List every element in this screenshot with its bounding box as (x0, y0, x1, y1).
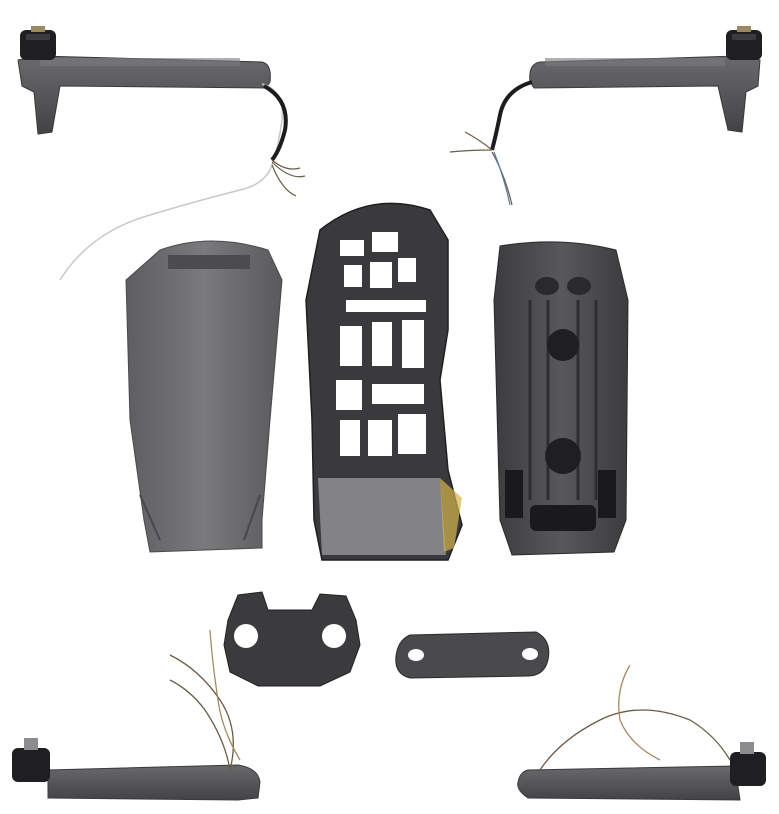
rear-right-arm (517, 664, 766, 801)
center-frame (305, 202, 463, 561)
bottom-shell (493, 241, 629, 556)
rear-left-arm (12, 629, 261, 801)
gimbal-cover (223, 591, 361, 687)
rear-left-motor (12, 738, 50, 782)
front-left-motor (20, 26, 56, 60)
rear-right-motor (730, 742, 766, 786)
front-right-motor (726, 26, 762, 60)
front-right-arm (449, 26, 762, 206)
arm-bracket (395, 631, 550, 679)
front-left-arm (17, 26, 306, 281)
top-shell-cover (125, 240, 283, 553)
